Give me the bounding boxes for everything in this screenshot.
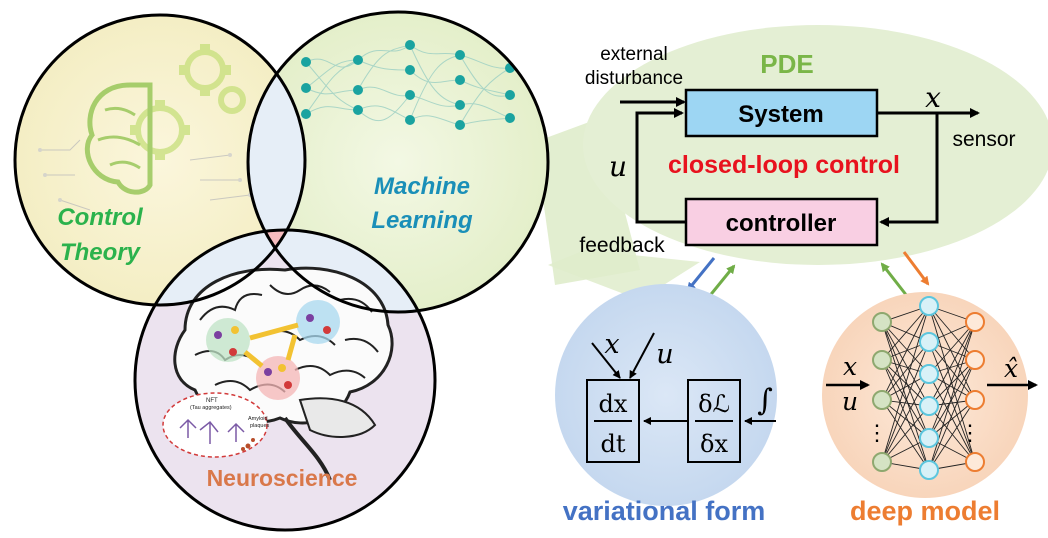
deep-network-edges	[881, 305, 976, 471]
system-box	[684, 88, 879, 138]
deep-model-circle	[822, 292, 1028, 498]
machine-learning-label-1: Machine	[374, 173, 470, 200]
brain-icon: NFT (Tau aggregates) Amyloid plaques	[162, 266, 394, 481]
system-label: System	[738, 101, 823, 128]
dLdx-numerator: δℒ	[698, 390, 730, 418]
deep-u-symbol: u	[842, 387, 858, 416]
neuroscience-outline	[133, 228, 437, 532]
output-x-symbol: x	[925, 81, 941, 114]
variational-panel: x u dx dt δℒ δx ∫ variational form	[555, 284, 777, 526]
var-u-symbol: u	[656, 339, 673, 370]
venn-diagram: NFT (Tau aggregates) Amyloid plaques Con…	[13, 10, 550, 532]
dxdt-denominator: dt	[600, 430, 625, 458]
sensor-feedback-line	[879, 113, 939, 227]
arrow-to-variational	[686, 257, 716, 292]
closed-loop-label: closed-loop control	[668, 151, 900, 179]
deep-x-symbol: x	[843, 352, 857, 381]
arrow-from-variational	[706, 264, 736, 299]
external-label-2: disturbance	[585, 68, 683, 89]
integral-symbol: ∫	[757, 383, 773, 418]
external-label-1: external	[600, 44, 668, 65]
tau-label: (Tau aggregates)	[190, 405, 232, 411]
plaques-label: plaques	[250, 423, 270, 429]
controller-box	[684, 197, 879, 247]
gear-brain-icon	[38, 44, 252, 211]
projection-funnel-lower	[548, 250, 700, 300]
var-x-symbol: x	[604, 329, 619, 360]
deep-model-panel: ⋮ ⋮ x u x̂ deep model	[822, 292, 1038, 526]
pde-title: PDE	[760, 49, 813, 79]
machine-learning-outline	[246, 10, 550, 314]
deep-output-dots: ⋮	[959, 421, 981, 446]
dxdt-numerator: dx	[599, 390, 628, 418]
pde-panel: PDE external disturbance System x sensor…	[579, 25, 1048, 299]
variational-circle	[555, 284, 777, 506]
dxdt-box	[586, 379, 640, 463]
arrow-to-deep	[902, 251, 930, 286]
feedback-label: feedback	[579, 234, 665, 257]
var-u-arrow	[629, 332, 655, 379]
var-x-arrow	[591, 342, 621, 379]
control-theory-outline	[13, 13, 307, 307]
amyloid-label: Amyloid	[248, 416, 268, 422]
sensor-label: sensor	[952, 128, 1015, 151]
control-input-line	[635, 108, 686, 224]
machine-learning-label-2: Learning	[371, 207, 473, 234]
deep-model-caption: deep model	[850, 496, 1000, 526]
deep-xhat-symbol: x̂	[1004, 354, 1018, 383]
control-theory-label-2: Theory	[60, 239, 142, 266]
neural-network-icon	[301, 40, 515, 130]
deep-network-nodes	[872, 296, 985, 480]
projection-funnel-ml	[535, 118, 640, 285]
neuroscience-label: Neuroscience	[207, 465, 358, 491]
arrow-from-deep	[880, 262, 909, 297]
nft-label: NFT	[206, 398, 218, 404]
control-u-symbol: u	[609, 150, 627, 183]
dLdx-denominator: δx	[700, 430, 728, 458]
deep-input-dots: ⋮	[866, 421, 888, 446]
variational-caption: variational form	[563, 496, 766, 526]
controller-label: controller	[726, 210, 837, 237]
control-theory-label-1: Control	[57, 204, 144, 231]
